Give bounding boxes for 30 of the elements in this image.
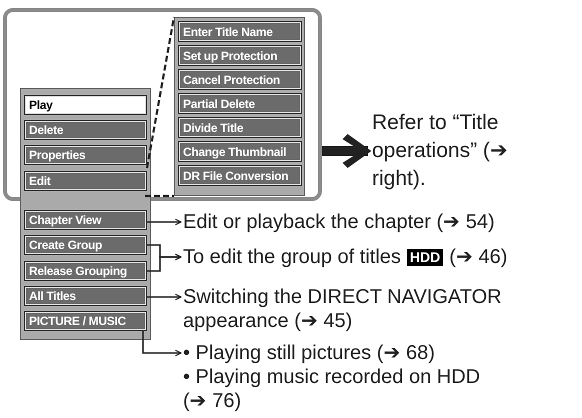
menu-item: Enter Title Name	[178, 21, 302, 42]
menu-item: Chapter View	[24, 210, 147, 230]
description-text: To edit the group of titles	[183, 245, 401, 269]
arrow	[147, 294, 182, 300]
menu-item: Cancel Protection	[178, 69, 302, 90]
menu-item: DR File Conversion	[178, 165, 302, 186]
menu-item: Set up Protection	[178, 45, 302, 66]
description-text: Switching the DIRECT NAVIGATOR appearance (➔ 45)	[183, 285, 580, 333]
submenu-panel	[174, 17, 305, 196]
menu-item: Properties	[24, 145, 147, 165]
hdd-tag: HDD	[406, 248, 444, 266]
arrow	[147, 254, 182, 272]
menu-item: Partial Delete	[178, 93, 302, 114]
menu-item: PICTURE / MUSIC	[24, 311, 147, 331]
selected-menu-item: Play	[24, 95, 147, 115]
menu-item: Change Thumbnail	[178, 141, 302, 162]
note-text: Refer to “Title operations” (➔ right).	[372, 109, 512, 193]
description-text: Edit or playback the chapter (➔ 54)	[183, 210, 580, 234]
menu-item: All Titles	[24, 286, 147, 306]
menu-item: Divide Title	[178, 117, 302, 138]
bullet-item: • Playing still pictures (➔ 68)	[183, 341, 436, 365]
menu-item: Create Group	[24, 235, 147, 255]
description-text: (➔ 46)	[449, 245, 508, 269]
arrow	[142, 331, 182, 356]
menu-item: Delete	[24, 120, 147, 140]
menu-item: Release Grouping	[24, 261, 147, 281]
menu-item: Edit	[24, 171, 147, 191]
bullet-item: • Playing music recorded on HDD (➔ 76)	[183, 365, 482, 413]
zoom-line	[144, 16, 176, 198]
arrow	[147, 218, 182, 226]
